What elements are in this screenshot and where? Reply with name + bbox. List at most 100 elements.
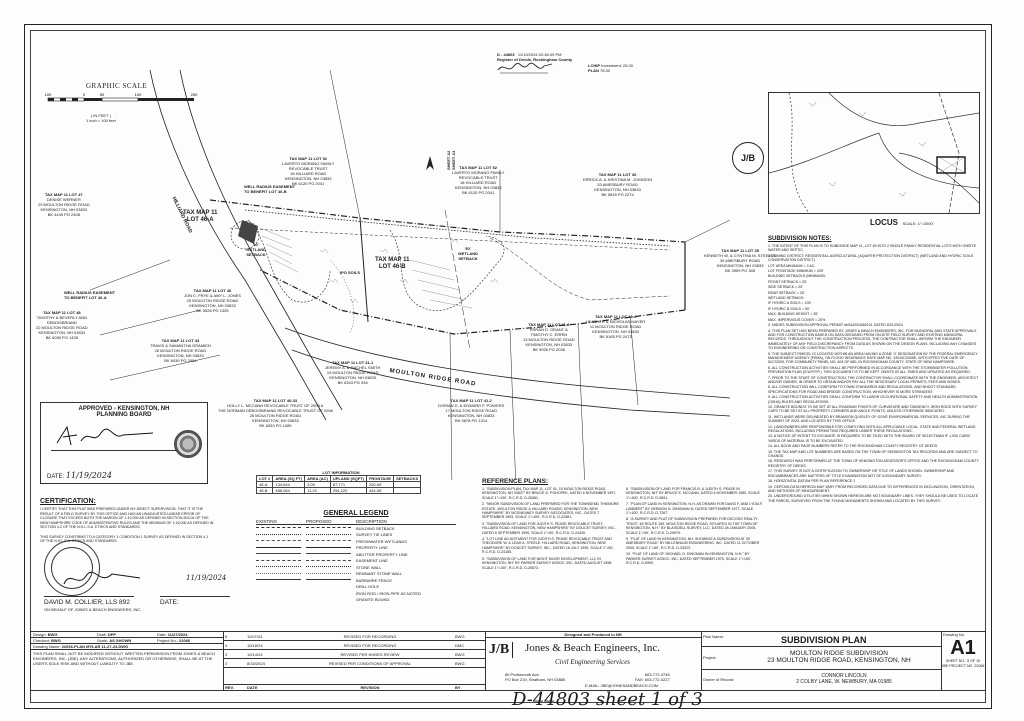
parcel-id: TAX MAP 11 LOT 36 (598, 172, 637, 177)
abutter-line-6 (577, 323, 585, 480)
firm-addr1: 85 Portsmouth Ave. (505, 672, 540, 677)
parcel-detail: BK 3959 PG 305 (725, 268, 756, 273)
legend-header-proposed: PROPOSED (306, 519, 332, 524)
project-no-label: Project No.: (157, 638, 178, 643)
locus-title: LOCUS (870, 218, 898, 227)
well-radius-circle (230, 220, 260, 250)
firm-email: E-MAIL: JBE@JONESANDBEACH.COM (585, 683, 658, 688)
parcel-detail: 18 HILLIARD ROAD (460, 180, 497, 185)
parcel-detail: BK 5926 PG 2036 (532, 347, 565, 352)
rev-by: DMC (455, 642, 465, 648)
parcel-detail: BK 6033 PG 1089 (259, 423, 292, 428)
legend-description: IRON ROD / IRON PIPE AS NOTED (356, 590, 421, 596)
parcel-detail: KENSINGTON, NH 03833 (594, 187, 641, 192)
design-info: Design: BWG Draft: DFP Date: 11/27/2024 … (31, 632, 224, 690)
scale-tick-label: 100 (45, 92, 52, 97)
wetland2-line1: 50' (465, 246, 471, 251)
scale-unit-line2: 1 inch = 100 feet (86, 118, 116, 123)
wetland2-line2: WETLAND (458, 251, 478, 256)
owner-label: Owner of Record: (703, 677, 735, 682)
rev-header-date: DATE (247, 685, 258, 690)
parcel-detail: KENSINGTON, NH 03833 (38, 330, 86, 335)
draft-label: Draft: (97, 632, 107, 637)
legend-proposed-symbol (306, 527, 351, 529)
drawing-name-label: Drawing Name: (33, 644, 61, 649)
legend-description: STONE WALL (356, 564, 382, 570)
legend-proposed-symbol (306, 593, 351, 594)
easement1-line1: WELL RADIUS EASEMENT (244, 184, 296, 189)
inner-border (30, 30, 986, 703)
note-item: 6. ALL CONSTRUCTION ACTIVITIES SHALL BE … (768, 365, 971, 375)
lot-46a-line2: LOT 46-A (186, 217, 214, 223)
lot-table-cell: 46-B (255, 487, 274, 494)
rev-by: BWG (455, 633, 465, 639)
drawing-name-value: 22066-PLAN MYLAR 11-27-24.DWG (61, 644, 129, 649)
subdivision-notes: SUBDIVISION NOTES: 1. THE INTENT OF THIS… (768, 236, 980, 504)
surveyor-date-label: DATE: (160, 599, 179, 606)
lot-table-header-cell: SETBACKS (393, 475, 422, 482)
easement2-line1: WELL RADIUS EASEMENT (64, 290, 116, 295)
lot-46b-label: TAX MAP 11 LOT 46-B (375, 257, 409, 271)
firm-fax: FAX: 603-772-0227 (635, 677, 670, 682)
parcel-detail: TIMOTHY & BEVERLY ANN (36, 315, 87, 320)
reference-item: 1. "SUBDIVISION PLAN, TAX MAP 11, LOT 41… (482, 487, 617, 500)
legend-row: FRESHWATER WETLANDS (256, 538, 456, 545)
locus-caption: LOCUS SCALE: 1"=2000' (870, 212, 933, 230)
legend-existing-symbol (256, 540, 301, 542)
parcel-detail: BK 6163 PG 934 (337, 380, 368, 385)
legend-existing-symbol (256, 593, 301, 594)
certification-block: CERTIFICATION: I CERTIFY THAT THIS PLAT … (40, 498, 240, 544)
revision-header: REV. DATE REVISION BY (223, 684, 485, 690)
legend-existing-symbol (256, 579, 301, 581)
rev-header-desc: REVISION (360, 685, 380, 690)
parcel-detail: 39 AMESBURY ROAD (719, 258, 761, 263)
note-item: WETLAND SETBACK: (768, 296, 805, 301)
locus-scale: SCALE: 1"=2000' (902, 221, 934, 226)
firm-name: Jones & Beach Engineers, Inc. (525, 642, 661, 654)
wetland-hatch-1 (259, 227, 299, 273)
legend-description: REMNANT STONE WALL (356, 571, 403, 577)
parcel-detail: 22 MOULTON RIDGE ROAD (36, 325, 88, 330)
sheet-match-line (444, 209, 471, 351)
certification-line: NEW HAMPSHIRE CODE OF ADMINISTRATIVE RUL… (40, 520, 214, 525)
reference-column-2: 6. "SUBDIVISION OF LAND FOR FRANCIS B. &… (626, 487, 764, 572)
legend-description: BUILDING SETBACK (356, 525, 395, 531)
legend-existing-symbol (256, 559, 301, 562)
certification-line: CLOSURE THAT EXCEED BOTH THE MARGIN OF 1… (40, 516, 209, 521)
parcel-detail: BK 6165 PG 2472 (599, 334, 632, 339)
approval-line2: PLANNING BOARD (96, 412, 152, 418)
project-name: MOULTON RIDGE SUBDIVISION (790, 650, 888, 657)
certification-title: CERTIFICATION: (40, 498, 96, 505)
legend-description: FRESHWATER WETLANDS (356, 538, 407, 544)
lot-table-cell: 254,220 (329, 487, 367, 494)
parcel-detail: KENSINGTON, NH 03833 (189, 303, 236, 308)
parcel-id: TAX MAP 11 LOT 52 (289, 156, 328, 161)
drawing-no-value: A1 (950, 637, 976, 659)
reference-item: 3. "SUBDIVISION OF LAND FOR JUDITH S. PE… (482, 521, 617, 535)
note-item: SIDE SETBACK = 25' (768, 285, 803, 290)
firm-contact: 603-772-4746 FAX: 603-772-0227 (635, 672, 670, 682)
property-line-south (259, 269, 686, 335)
rev-description: REVISED PER CONDITIONS OF APPROVAL (329, 660, 411, 666)
rev-by: BWG (455, 660, 465, 666)
parcel-id: TAX MAP 11 LOT 41-3 (528, 322, 570, 327)
certification-line: RESULT OF A FIELD SURVEY BY THIS OFFICE … (40, 511, 201, 516)
parcel-id: TAX MAP 11 LOT 35 (721, 248, 759, 253)
note-item: 5. THE SUBJECT PARCEL IS LOCATED WITHIN … (768, 351, 978, 365)
parcel-id: TAX MAP 11 LOT 47 (45, 192, 83, 197)
parcel-detail: BK 5678 PG 1314 (455, 418, 488, 423)
legend-description: PROPERTY LINE (356, 545, 388, 551)
abutter-line-3 (109, 354, 221, 381)
easement2-line2: TO BENEFIT LOT 46-A (64, 295, 107, 300)
note-item: 8. ALL CONSTRUCTION WILL CONFORM TO TOWN… (768, 385, 956, 394)
moulton-road-edge-s (291, 349, 731, 417)
surveyor-signature (63, 571, 141, 585)
scale-units: ( IN FEET ) 1 inch = 100 feet (86, 113, 116, 123)
design-value: BWG (47, 632, 58, 637)
parcel-detail: BK 4449 PG 2408 (47, 212, 80, 217)
